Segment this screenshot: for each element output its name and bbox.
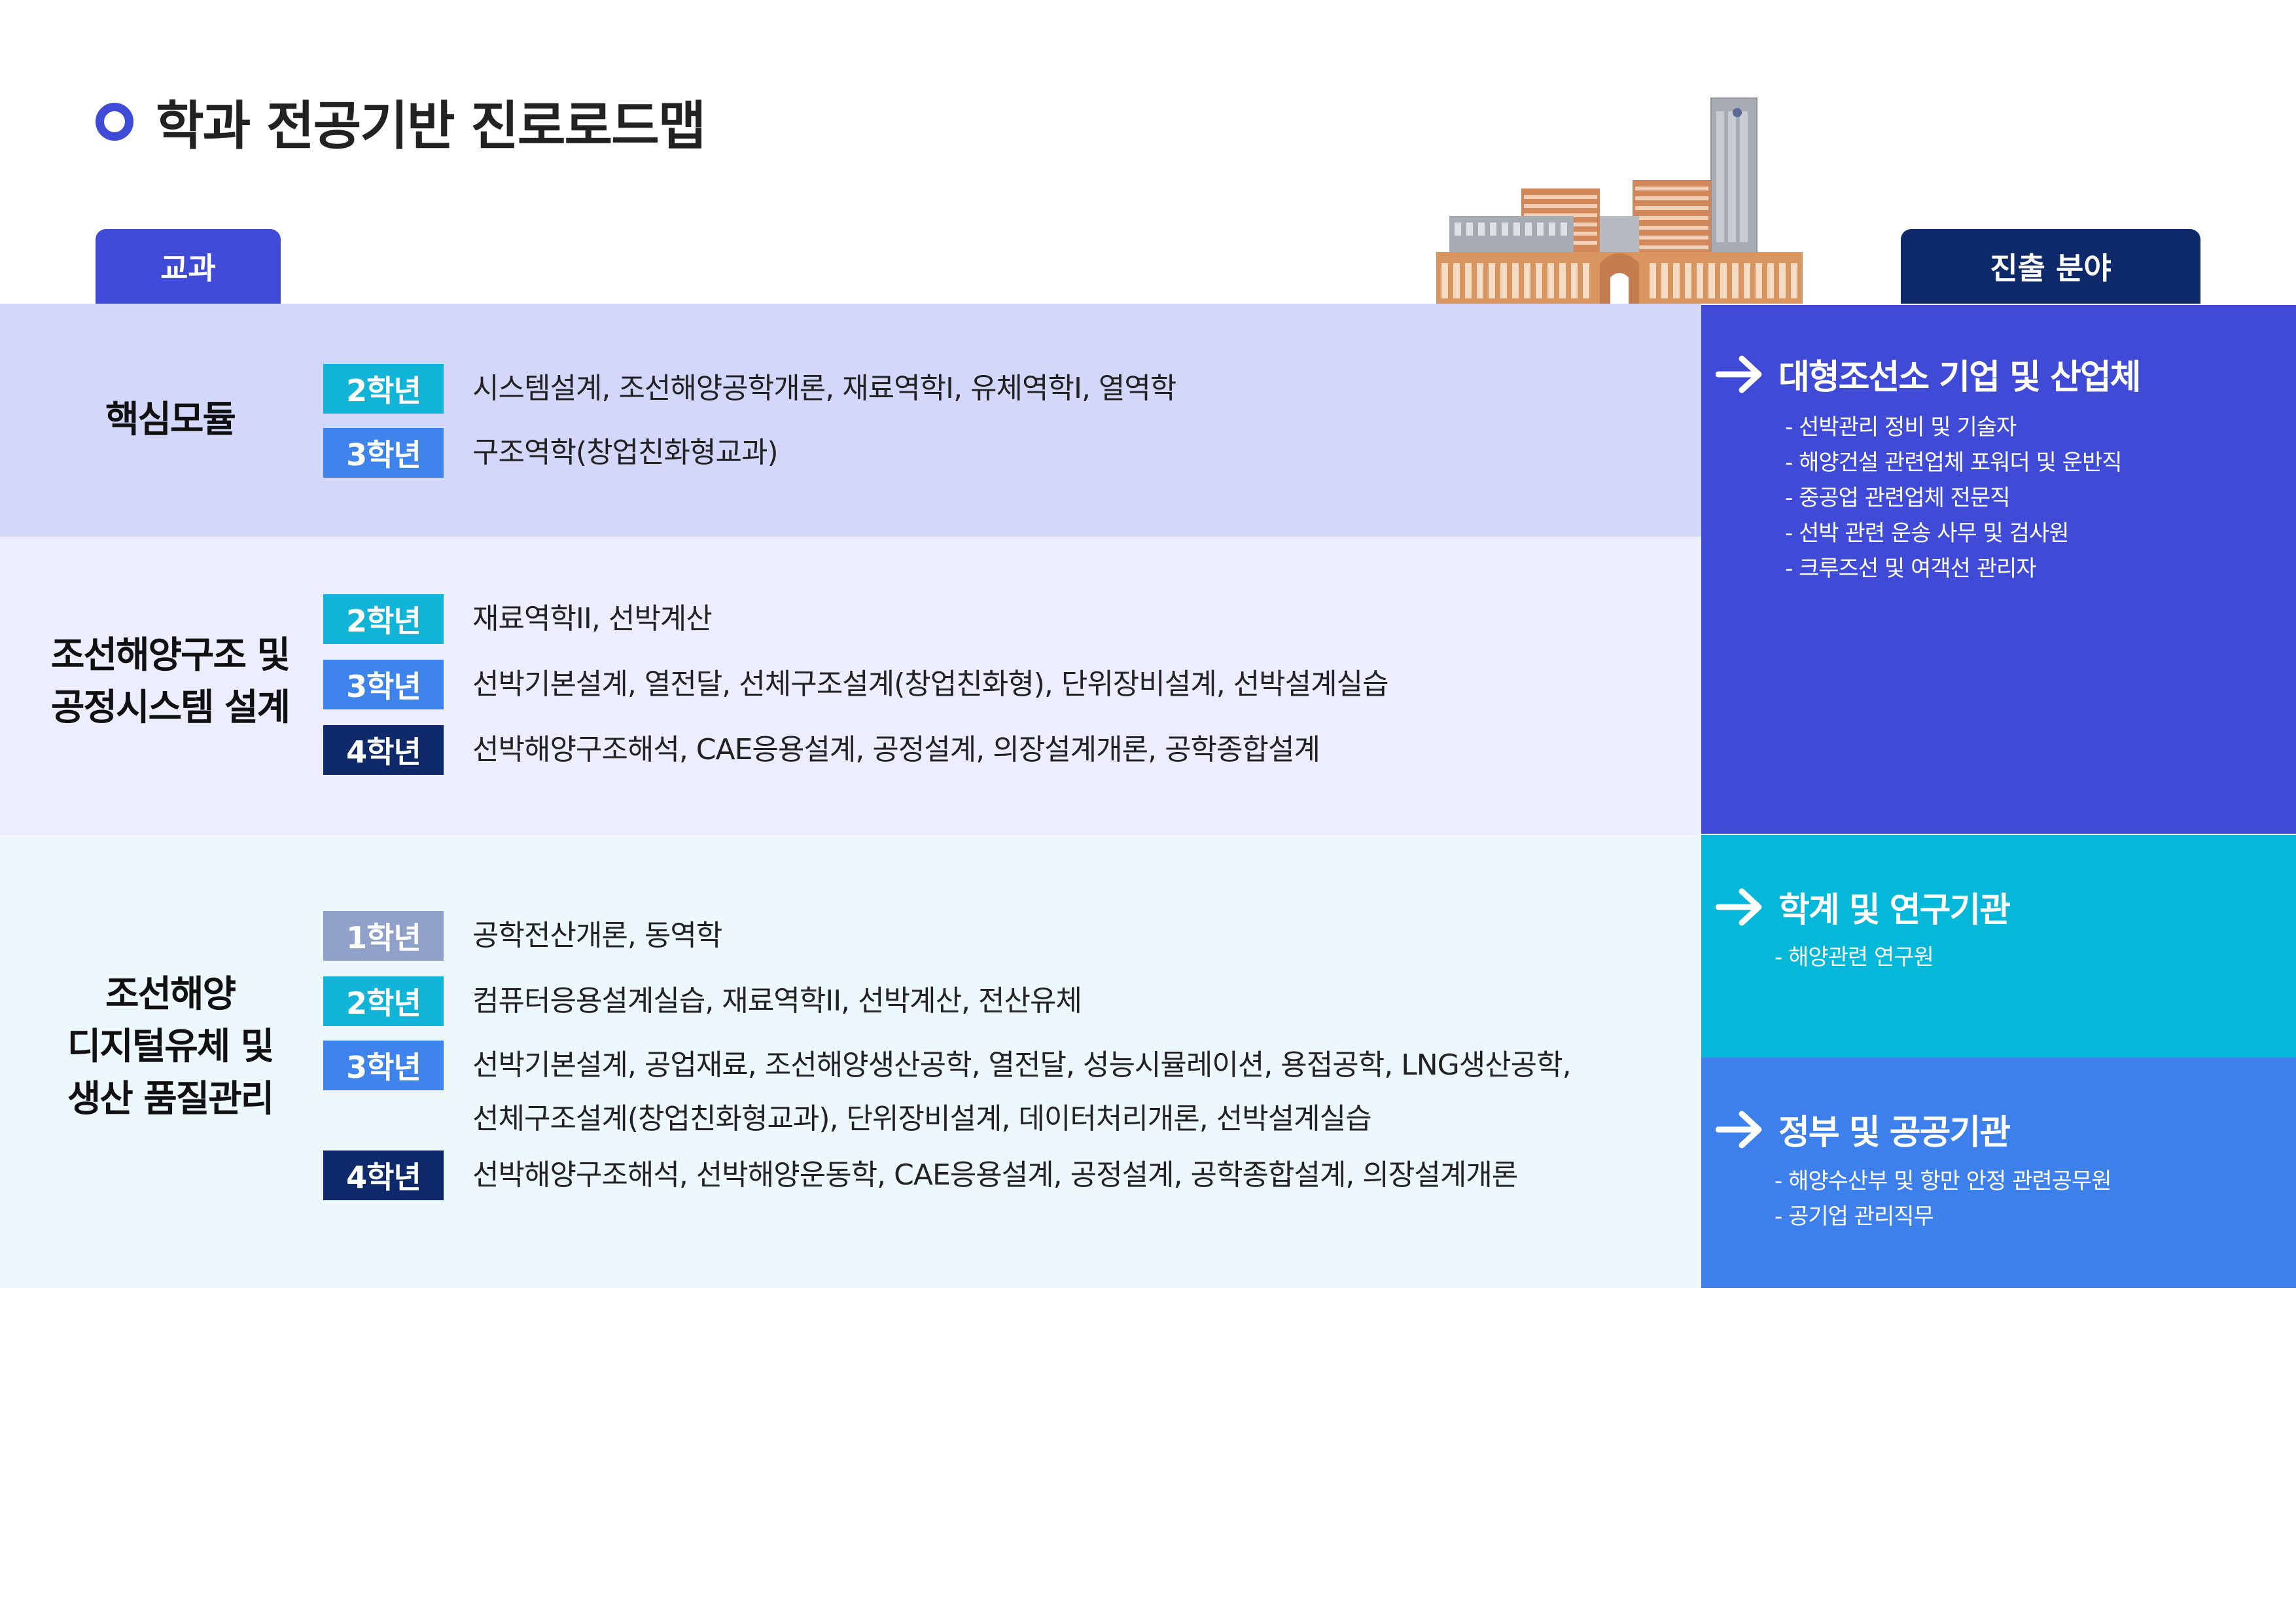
grade-badge: 3학년 — [323, 428, 444, 478]
module-title-line: 공정시스템 설계 — [50, 687, 291, 729]
module-title-line: 조선해양구조 및 — [50, 634, 291, 677]
page-title: 학과 전공기반 진로로드맵 — [156, 96, 706, 156]
career-panel-shipbuilding: 대형조선소 기업 및 산업체 - 선박관리 정비 및 기술자 - 해양건설 관련… — [1701, 305, 2296, 834]
career-item-list: - 해양수산부 및 항만 안정 관련공무원 - 공기업 관리직무 — [1775, 1164, 2112, 1234]
course-line: 선체구조설계(창업친화형교과), 단위장비설계, 데이터처리개론, 선박설계실습 — [472, 1102, 1372, 1135]
grade-badge: 1학년 — [323, 911, 444, 961]
career-panel-government: 정부 및 공공기관 - 해양수산부 및 항만 안정 관련공무원 - 공기업 관리… — [1701, 1058, 2296, 1288]
career-item: - 선박 관련 운송 사무 및 검사원 — [1785, 520, 2069, 546]
career-title: 학계 및 연구기관 — [1716, 882, 2011, 931]
career-title: 정부 및 공공기관 — [1716, 1105, 2011, 1154]
career-title-text: 학계 및 연구기관 — [1778, 891, 2011, 930]
grade-badge: 4학년 — [323, 725, 444, 775]
course-list: 구조역학(창업친화형교과) — [472, 436, 779, 469]
career-item-list: - 해양관련 연구원 — [1775, 940, 1934, 975]
module-title: 조선해양구조 및 공정시스템 설계 — [0, 630, 340, 734]
grade-badge: 4학년 — [323, 1150, 444, 1200]
career-item: - 선박관리 정비 및 기술자 — [1785, 414, 2017, 440]
career-item: - 해양건설 관련업체 포워더 및 운반직 — [1785, 450, 2123, 476]
course-row: 2학년 시스템설계, 조선해양공학개론, 재료역학I, 유체역학I, 열역학 — [323, 363, 1176, 415]
course-row: 3학년 선박기본설계, 열전달, 선체구조설계(창업친화형), 단위장비설계, … — [323, 658, 1389, 711]
grade-badge: 2학년 — [323, 364, 444, 414]
campus-buildings-illustration — [1436, 98, 1803, 304]
grade-badge: 2학년 — [323, 976, 444, 1026]
circle-outline-icon — [96, 103, 133, 141]
course-list: 선박해양구조해석, CAE응용설계, 공정설계, 의장설계개론, 공학종합설계 — [472, 733, 1320, 766]
career-item: - 해양수산부 및 항만 안정 관련공무원 — [1775, 1168, 2112, 1194]
module-title-line: 조선해양 — [105, 973, 236, 1016]
tab-career-fields: 진출 분야 — [1901, 229, 2200, 304]
career-item: - 해양관련 연구원 — [1775, 944, 1934, 971]
course-row: 4학년 선박해양구조해석, 선박해양운동학, CAE응용설계, 공정설계, 공학… — [323, 1149, 1518, 1202]
course-line: 선박기본설계, 공업재료, 조선해양생산공학, 열전달, 성능시뮬레이션, 용접… — [472, 1048, 1572, 1082]
course-row: 3학년 선박기본설계, 공업재료, 조선해양생산공학, 열전달, 성능시뮬레이션… — [323, 1041, 1572, 1148]
module-band-digital — [0, 835, 1701, 1288]
course-list: 재료역학II, 선박계산 — [472, 602, 713, 635]
course-list: 선박해양구조해석, 선박해양운동학, CAE응용설계, 공정설계, 공학종합설계… — [472, 1158, 1518, 1192]
course-row: 2학년 재료역학II, 선박계산 — [323, 593, 713, 645]
module-title-line: 핵심모듈 — [105, 399, 236, 441]
arrow-right-icon — [1716, 355, 1762, 393]
module-title: 조선해양 디지털유체 및 생산 품질관리 — [0, 969, 340, 1126]
course-list: 선박기본설계, 열전달, 선체구조설계(창업친화형), 단위장비설계, 선박설계… — [472, 668, 1389, 701]
course-list: 컴퓨터응용설계실습, 재료역학II, 선박계산, 전산유체 — [472, 984, 1082, 1018]
grade-badge: 2학년 — [323, 594, 444, 644]
module-band-core — [0, 304, 1701, 537]
grade-badge: 3학년 — [323, 1041, 444, 1090]
course-list: 선박기본설계, 공업재료, 조선해양생산공학, 열전달, 성능시뮬레이션, 용접… — [472, 1041, 1572, 1148]
module-band-structure — [0, 537, 1701, 835]
tab-subjects: 교과 — [96, 229, 281, 304]
career-panel-academia: 학계 및 연구기관 - 해양관련 연구원 — [1701, 835, 2296, 1058]
page-header: 학과 전공기반 진로로드맵 — [96, 84, 706, 160]
course-row: 4학년 선박해양구조해석, CAE응용설계, 공정설계, 의장설계개론, 공학종… — [323, 724, 1320, 776]
career-title-text: 대형조선소 기업 및 산업체 — [1778, 358, 2142, 397]
module-title-line: 생산 품질관리 — [67, 1078, 275, 1120]
course-row: 2학년 컴퓨터응용설계실습, 재료역학II, 선박계산, 전산유체 — [323, 975, 1082, 1027]
module-title: 핵심모듈 — [0, 394, 340, 446]
grade-badge: 3학년 — [323, 660, 444, 709]
course-list: 공학전산개론, 동역학 — [472, 919, 722, 952]
career-title-text: 정부 및 공공기관 — [1778, 1113, 2011, 1152]
career-item: - 크루즈선 및 여객선 관리자 — [1785, 556, 2037, 582]
course-list: 시스템설계, 조선해양공학개론, 재료역학I, 유체역학I, 열역학 — [472, 372, 1176, 405]
module-title-line: 디지털유체 및 — [67, 1026, 275, 1068]
arrow-right-icon — [1716, 1111, 1762, 1148]
career-item: - 공기업 관리직무 — [1775, 1204, 1934, 1230]
career-item-list: - 선박관리 정비 및 기술자 - 해양건설 관련업체 포워더 및 운반직 - … — [1785, 410, 2123, 586]
course-row: 3학년 구조역학(창업친화형교과) — [323, 427, 779, 479]
course-row: 1학년 공학전산개론, 동역학 — [323, 910, 722, 962]
arrow-right-icon — [1716, 888, 1762, 925]
career-item: - 중공업 관련업체 전문직 — [1785, 485, 2010, 511]
career-title: 대형조선소 기업 및 산업체 — [1716, 349, 2142, 399]
